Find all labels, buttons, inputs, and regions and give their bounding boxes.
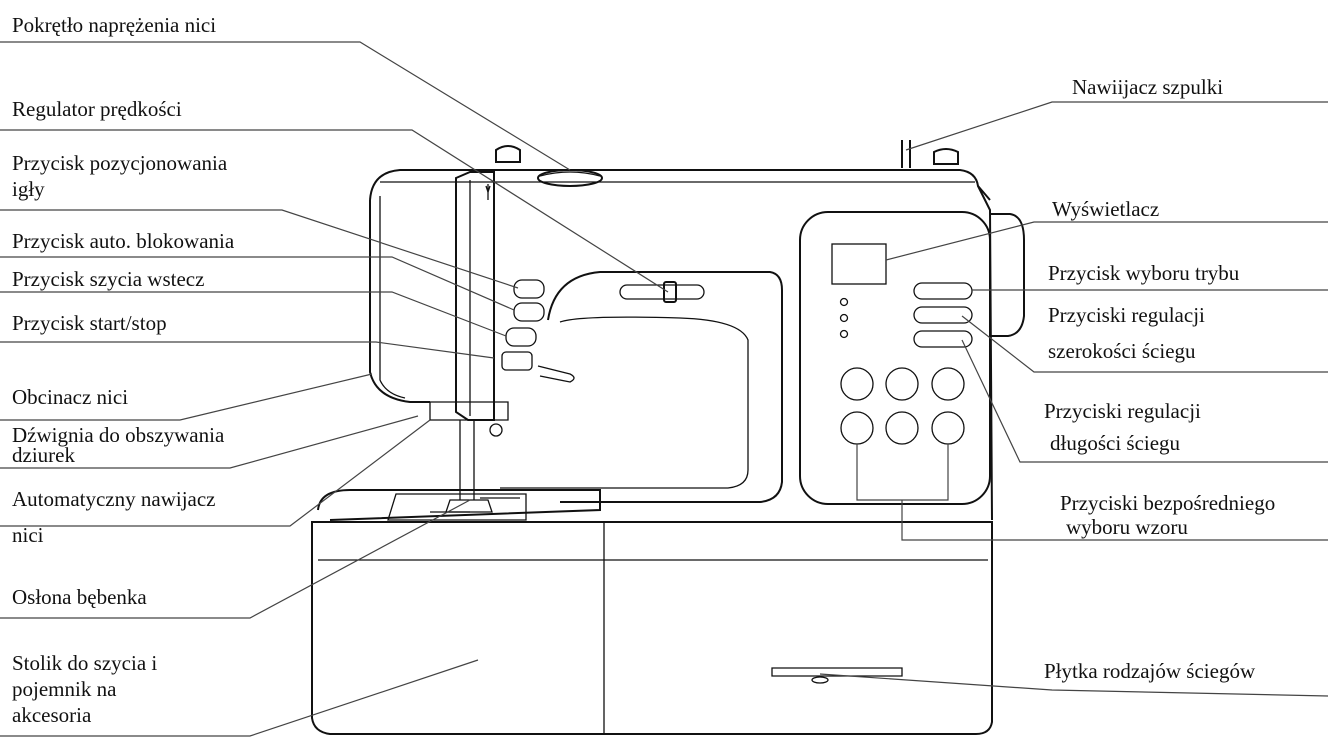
- label-needle-position-1: Przycisk pozycjonowania: [12, 151, 228, 175]
- control-panel: [799, 211, 991, 505]
- width-button: [913, 306, 973, 324]
- handwheel: [990, 213, 1025, 337]
- label-direct-pattern-2: wyboru wzoru: [1066, 515, 1188, 539]
- label-auto-threader-1: Automatyczny nawijacz: [12, 487, 216, 511]
- label-width-2: szerokości ściegu: [1048, 339, 1196, 363]
- label-buttonhole-lever-2: dziurek: [12, 443, 75, 467]
- leader-lines: [0, 41, 1328, 737]
- label-display: Wyświetlacz: [1052, 197, 1160, 221]
- pattern-button-3: [931, 367, 965, 401]
- presser-foot: [429, 401, 509, 513]
- label-auto-lock: Przycisk auto. blokowania: [12, 229, 235, 253]
- label-reverse-stitch: Przycisk szycia wstecz: [12, 267, 205, 291]
- mode-button: [913, 282, 973, 300]
- label-speed-regulator: Regulator prędkości: [12, 97, 182, 121]
- needle-plate: [387, 493, 527, 521]
- bed-inner: [500, 316, 749, 489]
- machine-top-cover: [369, 169, 991, 201]
- pattern-button-6: [931, 411, 965, 445]
- label-start-stop: Przycisk start/stop: [12, 311, 167, 335]
- needle-position-button: [513, 279, 545, 299]
- lcd-display: [831, 243, 887, 285]
- pattern-button-1: [840, 367, 874, 401]
- label-mode-button: Przycisk wyboru trybu: [1048, 261, 1240, 285]
- start-stop-button: [501, 351, 533, 371]
- reverse-button: [505, 327, 537, 347]
- arm-opening: [547, 271, 783, 503]
- label-length-2: długości ściegu: [1050, 431, 1181, 455]
- length-button: [913, 330, 973, 348]
- label-thread-cutter: Obcinacz nici: [12, 385, 129, 409]
- label-auto-threader-2: nici: [12, 523, 44, 547]
- label-needle-position-2: igły: [12, 177, 45, 201]
- label-stitch-plate: Płytka rodzajów ściegów: [1044, 659, 1256, 683]
- label-table-3: akcesoria: [12, 703, 92, 727]
- pattern-button-2: [885, 367, 919, 401]
- auto-lock-button: [513, 302, 545, 322]
- pattern-button-4: [840, 411, 874, 445]
- label-thread-tension-dial: Pokrętło naprężenia nici: [12, 13, 217, 37]
- label-table-1: Stolik do szycia i: [12, 651, 158, 675]
- accessory-table: [311, 521, 993, 735]
- pattern-button-5: [885, 411, 919, 445]
- label-bobbin-winder: Nawiijacz szpulki: [1072, 75, 1224, 99]
- stitch-chart-slot: [771, 667, 903, 677]
- label-bobbin-cover: Osłona bębenka: [12, 585, 147, 609]
- machine-body: [369, 185, 993, 521]
- label-length-1: Przyciski regulacji: [1044, 399, 1201, 423]
- needle-bar: [455, 171, 495, 421]
- label-table-2: pojemnik na: [12, 677, 117, 701]
- winder-knob: [933, 148, 959, 165]
- label-direct-pattern-1: Przyciski bezpośredniego: [1060, 491, 1276, 515]
- label-buttonhole-lever-1: Dźwignia do obszywania: [12, 423, 225, 447]
- label-width-1: Przyciski regulacji: [1048, 303, 1205, 327]
- speed-slider: [619, 284, 705, 300]
- spool-pin-left: [495, 145, 521, 163]
